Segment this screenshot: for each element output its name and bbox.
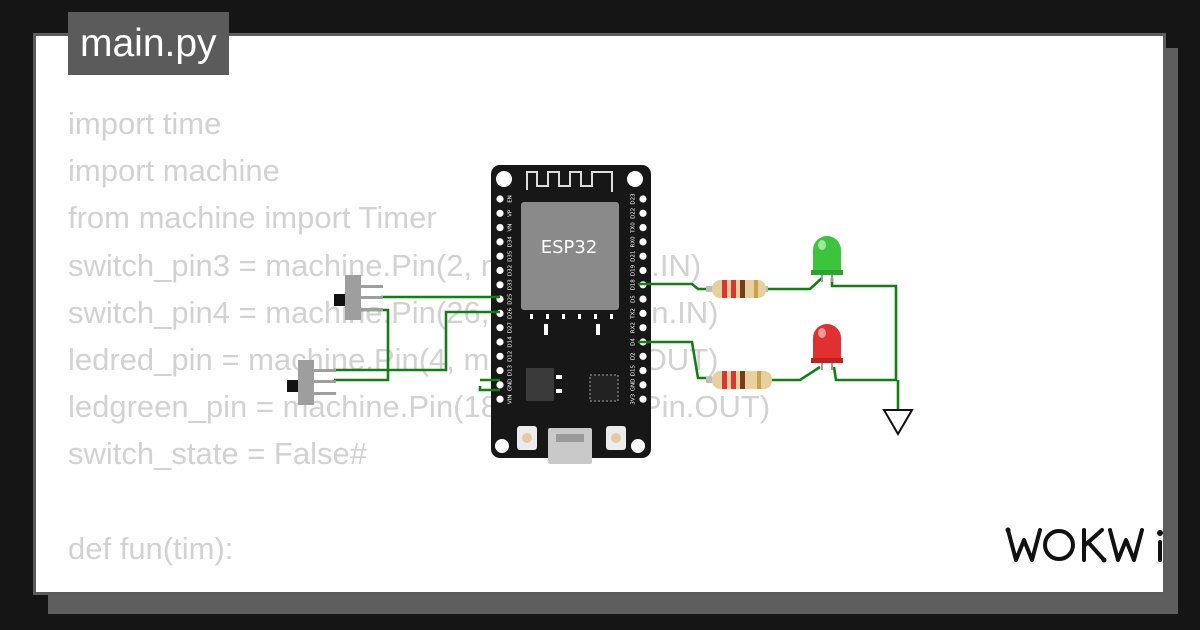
pin-hole[interactable] (496, 224, 504, 232)
pin-hole[interactable] (639, 224, 647, 232)
ground-icon[interactable] (882, 409, 914, 436)
pin-hole[interactable] (496, 381, 504, 389)
pin-hole[interactable] (639, 266, 647, 275)
pin-hole[interactable] (496, 266, 504, 275)
pin-label: D34 (508, 236, 514, 248)
pin-hole[interactable] (496, 238, 504, 246)
chip-label: ESP32 (541, 237, 598, 258)
pin-label: VIN (508, 394, 514, 404)
pin-hole[interactable] (496, 195, 504, 203)
code-line: from machine import Timer (68, 200, 437, 236)
pin-label: D2 (631, 352, 637, 360)
pin-label: TX0 (631, 222, 637, 234)
pin-hole[interactable] (496, 209, 504, 217)
voltage-regulator (526, 368, 554, 401)
pin-label: TX2 (631, 308, 637, 320)
pin-label: VN (508, 224, 514, 232)
file-tab-main-py[interactable]: main.py (68, 12, 229, 75)
mounting-hole (627, 171, 643, 187)
pin-hole[interactable] (639, 252, 647, 260)
slide-switch-1[interactable] (334, 275, 383, 320)
esp32-chip (521, 202, 619, 310)
pin-label: D32 (508, 265, 514, 276)
code-line: import time (68, 106, 222, 141)
pin-label: D26 (508, 307, 514, 319)
pin-label: 3V3 (631, 393, 637, 404)
led-red[interactable] (811, 324, 843, 370)
pin-label: D33 (508, 279, 514, 291)
pin-hole[interactable] (639, 195, 647, 203)
mounting-hole (631, 439, 645, 453)
pin-hole[interactable] (496, 338, 504, 346)
pin-hole[interactable] (639, 395, 647, 403)
pin-hole[interactable] (496, 324, 504, 332)
pin-label: GND (631, 379, 637, 392)
code-line: switch_state = False# (68, 436, 367, 472)
pin-hole[interactable] (639, 352, 647, 360)
code-line: import machine (68, 153, 280, 189)
pin-hole[interactable] (639, 367, 647, 375)
pin-hole[interactable] (639, 324, 647, 332)
pin-hole[interactable] (496, 395, 504, 403)
pin-hole[interactable] (496, 352, 504, 360)
pin-label: D25 (508, 293, 514, 305)
pin-label: D19 (631, 264, 637, 276)
resistor-1[interactable] (706, 280, 768, 298)
pin-label: EN (508, 195, 514, 203)
pin-label: D21 (631, 251, 637, 262)
pin-label: D35 (508, 250, 514, 262)
pin-label: D27 (508, 322, 514, 334)
chip-pads (530, 314, 613, 335)
pin-label: VP (508, 209, 514, 217)
resistor-2[interactable] (706, 371, 772, 389)
mounting-hole (496, 171, 512, 187)
usb-chip (589, 374, 619, 402)
pin-label: RX2 (631, 322, 637, 333)
pin-hole[interactable] (639, 381, 647, 389)
pin-label: D22 (631, 208, 637, 219)
pin-label: D5 (631, 295, 637, 303)
pin-hole[interactable] (496, 367, 504, 375)
pin-hole[interactable] (496, 281, 504, 289)
pin-label: D12 (508, 351, 514, 362)
pin-hole[interactable] (639, 209, 647, 217)
wokwi-logo (1004, 520, 1176, 575)
pin-hole[interactable] (639, 295, 647, 303)
wokwi-logo-icon (1005, 527, 1163, 563)
pin-hole[interactable] (639, 309, 647, 317)
pin-label: D15 (631, 364, 637, 376)
code-line: def fun(tim): (68, 530, 234, 566)
pin-label: GND (508, 379, 514, 392)
pin-label: D4 (631, 338, 637, 346)
pin-label: RX0 (631, 236, 637, 248)
led-green[interactable] (811, 236, 843, 282)
pin-hole[interactable] (496, 252, 504, 260)
pin-label: D14 (508, 336, 514, 348)
pin-label: D18 (631, 279, 637, 291)
pin-label: D13 (508, 364, 514, 376)
pin-label: D23 (631, 193, 637, 205)
slide-switch-2[interactable] (287, 360, 336, 405)
usb-port (548, 428, 592, 464)
right-pin-header: D23D22TX0RX0D21D19D18D5TX2RX2D4D2D15GND3… (631, 193, 647, 405)
esp32-board[interactable]: ESP32 ENVPVND34D35D32D33D25D26D27D14D12D… (491, 165, 651, 464)
pin-hole[interactable] (639, 238, 647, 246)
mounting-hole (495, 439, 509, 453)
